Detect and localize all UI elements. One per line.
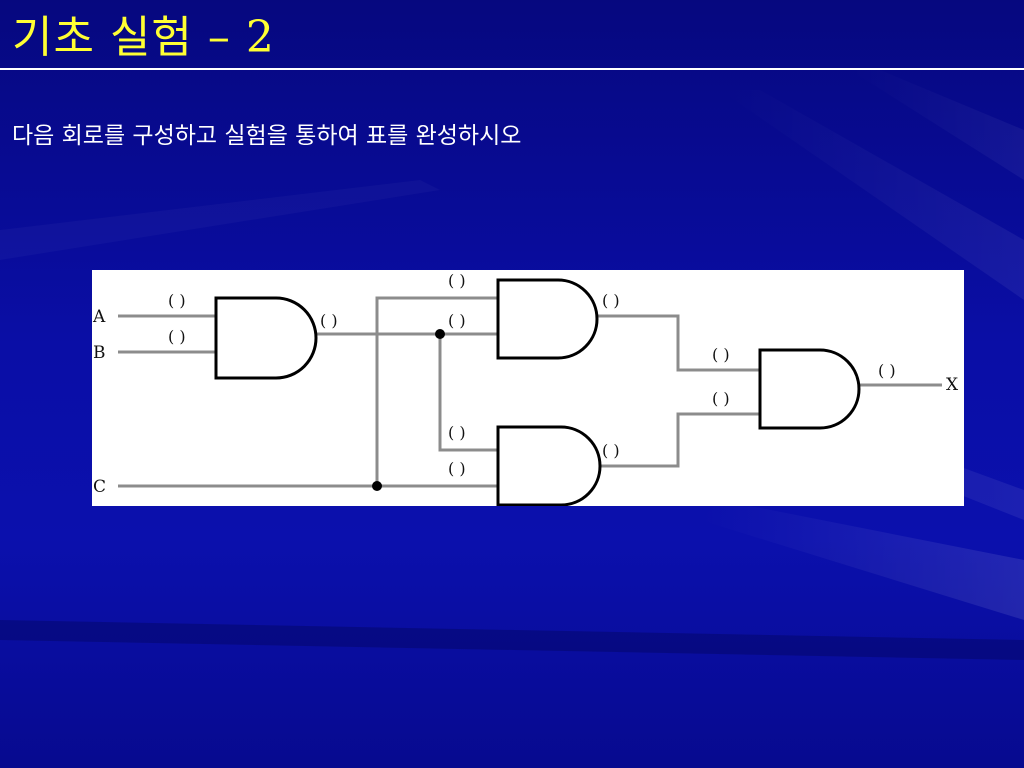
blank-gate3-input-top: ( ) (448, 423, 466, 442)
logic-circuit-diagram: A B C X ( ) ( ) ( ) ( ) ( ) ( ) ( ) ( ) … (92, 270, 964, 506)
blank-gate1-input-b: ( ) (168, 327, 186, 346)
title-divider (0, 68, 1024, 70)
and-gate-1 (214, 296, 318, 380)
circuit-svg: A B C X ( ) ( ) ( ) ( ) ( ) ( ) ( ) ( ) … (92, 271, 959, 506)
output-label-x: X (946, 375, 959, 395)
instruction-text: 다음 회로를 구성하고 실험을 통하여 표를 완성하시오 (12, 123, 522, 149)
junction-gate1-output (435, 329, 445, 339)
blank-gate2-output: ( ) (602, 291, 620, 310)
blank-gate2-input-top: ( ) (448, 271, 466, 290)
input-label-c: C (93, 477, 106, 497)
wire-gate1-to-gate3 (438, 334, 498, 452)
blank-gate3-output: ( ) (602, 441, 620, 460)
wires (118, 296, 942, 488)
blank-gate1-input-a: ( ) (168, 291, 186, 310)
and-gate-3 (496, 425, 602, 506)
and-gate-2 (496, 278, 599, 360)
wire-c-to-gate2 (375, 296, 498, 486)
wire-gate2-to-gate4 (597, 314, 760, 372)
blank-gate2-input-bottom: ( ) (448, 311, 466, 330)
blank-gate1-output: ( ) (320, 311, 338, 330)
junction-c (372, 481, 382, 491)
blank-gate4-input-bottom: ( ) (712, 389, 730, 408)
blank-gate4-output: ( ) (878, 361, 896, 380)
input-label-a: A (92, 307, 106, 327)
input-label-b: B (93, 343, 106, 363)
blank-gate4-input-top: ( ) (712, 345, 730, 364)
and-gate-4 (758, 348, 861, 430)
slide-title: 기초 실험 – 2 (12, 12, 275, 63)
wire-gate3-to-gate4 (600, 412, 760, 468)
blank-gate3-input-bottom: ( ) (448, 459, 466, 478)
